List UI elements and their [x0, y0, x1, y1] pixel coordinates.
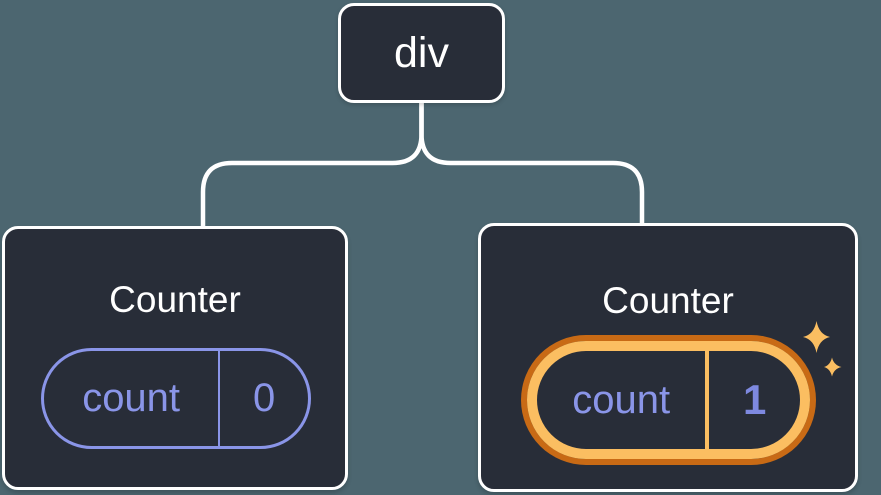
state-key-right: count — [572, 377, 671, 422]
state-value-right: 1 — [742, 376, 767, 423]
state-pill-right-highlighted: count 1 — [527, 341, 810, 459]
state-pill-left: count 0 — [41, 348, 311, 449]
state-pill-divider-left — [218, 351, 221, 446]
connector-right-branch — [419, 103, 645, 224]
counter-card-left: Counter count 0 — [2, 226, 348, 490]
root-node-label: div — [394, 28, 449, 77]
card-title-left: Counter — [109, 279, 241, 320]
counter-card-right: Counter count 1 — [478, 223, 858, 492]
state-key-left: count — [82, 376, 181, 420]
state-value-left: 0 — [252, 376, 276, 420]
card-title-right: Counter — [602, 280, 734, 321]
connector-left-branch — [200, 103, 424, 227]
root-node-div: div — [338, 3, 505, 103]
state-pill-divider-right — [705, 351, 710, 449]
